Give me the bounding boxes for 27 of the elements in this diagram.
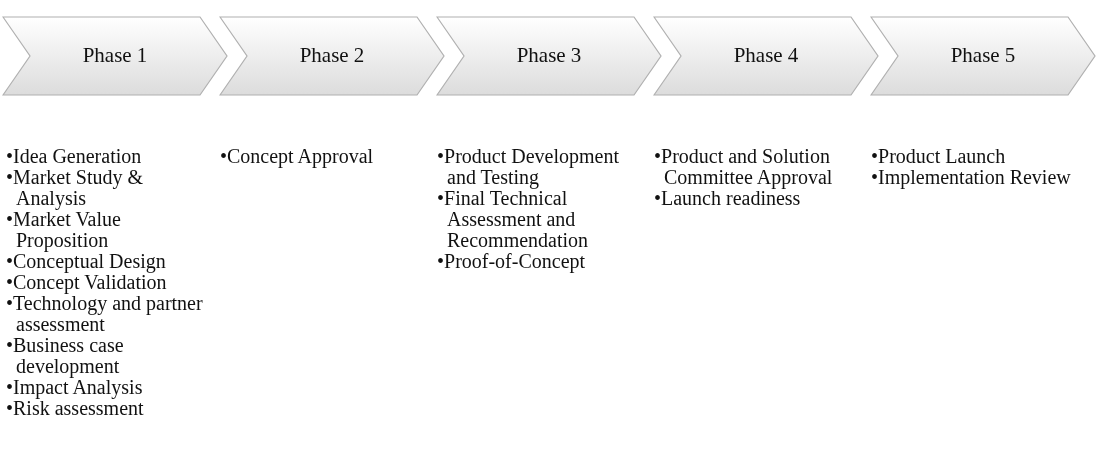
bullet-item: •Implementation Review [871, 167, 1071, 188]
chevron-shape [2, 16, 228, 96]
chevron-shape [219, 16, 445, 96]
chevron-shape [653, 16, 879, 96]
phase-title: Phase 1 [81, 43, 149, 67]
bullet-item: •Market Value Proposition [6, 209, 122, 251]
bullet-item: •Risk assessment [6, 398, 145, 419]
bullet-item: •Business case development [6, 335, 125, 377]
bullet-item: •Impact Analysis [6, 377, 144, 398]
bullet-item: •Conceptual Design [6, 251, 167, 272]
bullet-item: •Concept Validation [6, 272, 168, 293]
chevron-shape [436, 16, 662, 96]
chevron-shape [870, 16, 1096, 96]
bullet-item: •Product Launch [871, 146, 1007, 167]
bullet-item: •Launch readiness [654, 188, 801, 209]
phase-title: Phase 3 [515, 43, 583, 67]
phase-title: Phase 2 [298, 43, 366, 67]
phase-title: Phase 4 [732, 43, 800, 67]
bullet-item: •Market Study & Analysis [6, 167, 144, 209]
bullet-item: •Proof-of-Concept [437, 251, 587, 272]
bullet-item: •Product and Solution Committee Approval [654, 146, 834, 188]
phase-title: Phase 5 [949, 43, 1017, 67]
bullet-item: •Final Technical Assessment and Recommendation [437, 188, 590, 251]
bullet-item: •Idea Generation [6, 146, 143, 167]
bullet-item: •Product Development and Testing [437, 146, 620, 188]
bullet-item: •Concept Approval [220, 146, 375, 167]
bullet-item: •Technology and partner assessment [6, 293, 204, 335]
